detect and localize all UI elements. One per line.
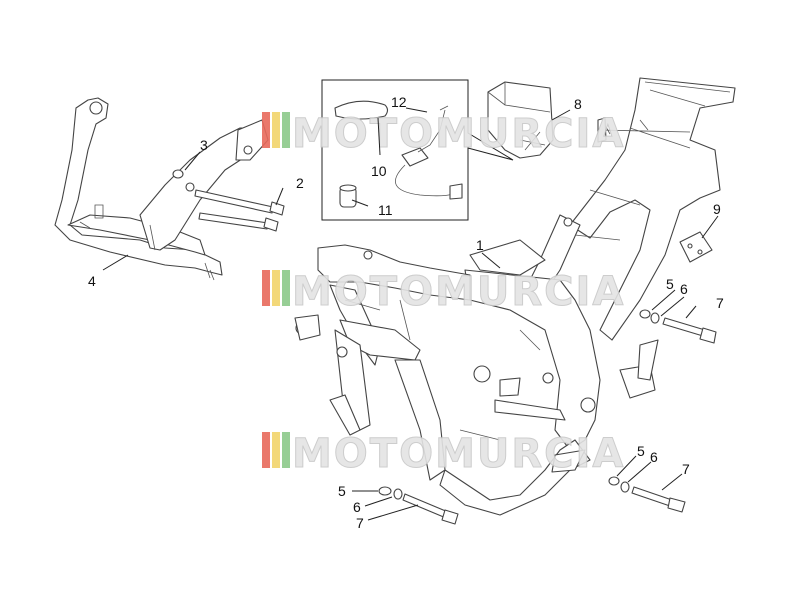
watermark-middle: MOTOMURCIA xyxy=(262,269,625,316)
callout-3: 3 xyxy=(200,137,208,153)
callout-6-lower-right: 6 xyxy=(650,449,658,465)
callout-1: 1 xyxy=(476,237,484,253)
watermark-stripe-yellow xyxy=(272,432,280,468)
watermark-text: MOTOMURCIA xyxy=(292,431,625,477)
watermark-stripe-red xyxy=(262,432,270,468)
callout-6-upper: 6 xyxy=(680,281,688,297)
watermark-text: MOTOMURCIA xyxy=(292,269,625,315)
watermark-stripe-green xyxy=(282,112,290,148)
callout-5-upper: 5 xyxy=(666,276,674,292)
callout-7-lower-center: 7 xyxy=(356,515,364,531)
electrical-bracket xyxy=(487,81,554,159)
callout-labels: 1 2 3 4 5 6 7 8 9 10 11 12 5 6 7 5 6 7 xyxy=(88,94,724,531)
callout-2: 2 xyxy=(296,175,304,191)
callout-7-upper: 7 xyxy=(716,295,724,311)
plate xyxy=(679,231,713,263)
watermark-text: MOTOMURCIA xyxy=(292,111,625,157)
fastener-set-front xyxy=(172,169,285,232)
leader-lines xyxy=(102,107,719,521)
callout-5-lower-center: 5 xyxy=(338,483,346,499)
callout-11: 11 xyxy=(378,202,393,218)
callout-8: 8 xyxy=(574,96,582,112)
callout-6-lower-center: 6 xyxy=(353,499,361,515)
callout-12: 12 xyxy=(391,94,407,110)
watermark-stripe-green xyxy=(282,270,290,306)
callout-10: 10 xyxy=(371,163,387,179)
watermark-top: MOTOMURCIA xyxy=(262,111,625,158)
watermark-stripe-red xyxy=(262,270,270,306)
callout-4: 4 xyxy=(88,273,96,289)
main-frame xyxy=(294,77,736,516)
callout-9: 9 xyxy=(713,201,721,217)
fastener-set-upper-right xyxy=(639,309,717,344)
callout-7-lower-right: 7 xyxy=(682,461,690,477)
watermark-bottom: MOTOMURCIA xyxy=(262,431,625,478)
watermark-stripe-red xyxy=(262,112,270,148)
watermark-stripe-green xyxy=(282,432,290,468)
watermark-stripe-yellow xyxy=(272,112,280,148)
watermark-stripe-yellow xyxy=(272,270,280,306)
fastener-set-lower-center xyxy=(378,486,459,525)
callout-5-lower-right: 5 xyxy=(637,443,645,459)
front-bracket xyxy=(54,97,269,281)
inset-panel xyxy=(321,79,514,221)
fastener-set-lower-right xyxy=(608,476,686,513)
